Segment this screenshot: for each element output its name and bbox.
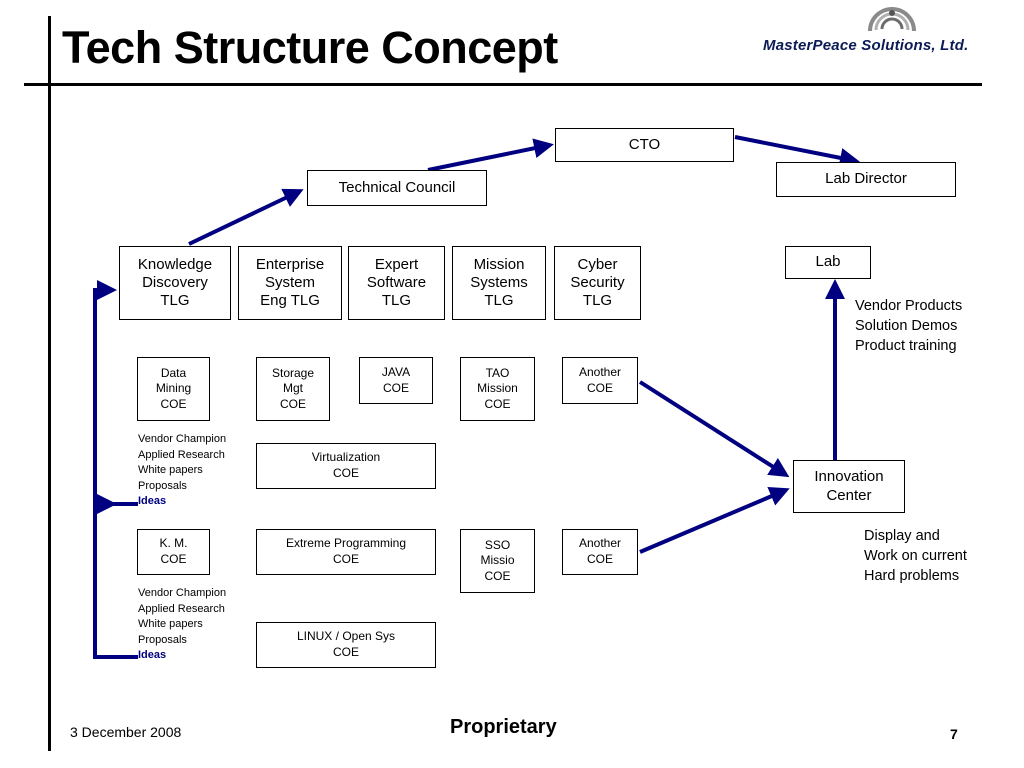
header-rule [24, 83, 982, 86]
vertical-rule [48, 16, 51, 751]
ideas-label-top: Ideas [138, 495, 167, 507]
tlg-expert-software: Expert Software TLG [348, 246, 445, 320]
coe-another-2: Another COE [562, 529, 638, 575]
page-number: 7 [950, 726, 958, 742]
technical-council-box: Technical Council [307, 170, 487, 206]
company-name: MasterPeace Solutions, Ltd. [763, 37, 969, 54]
coe-virtualization: Virtualization COE [256, 443, 436, 489]
activity-list-bottom: Vendor Champion Applied Research White p… [138, 586, 226, 664]
globe-logo-icon [868, 7, 916, 32]
ideas-label-bottom: Ideas [138, 649, 167, 661]
coe-km: K. M. COE [137, 529, 210, 575]
coe-storage-mgt: Storage Mgt COE [256, 357, 330, 421]
coe-sso-mission: SSO Missio COE [460, 529, 535, 593]
coe-tao-mission: TAO Mission COE [460, 357, 535, 421]
coe-extreme-programming: Extreme Programming COE [256, 529, 436, 575]
tlg-cyber-security: Cyber Security TLG [554, 246, 641, 320]
arrow-knowledge-to-council [188, 188, 304, 246]
page-title: Tech Structure Concept [62, 22, 558, 73]
arrow-ideas-loop-top [93, 280, 138, 506]
arrow-ideas-loop-bottom [93, 494, 138, 659]
footer-classification: Proprietary [450, 716, 557, 738]
activity-list-top: Vendor Champion Applied Research White p… [138, 432, 226, 510]
arrow-council-to-cto [427, 138, 554, 172]
innovation-center-box: Innovation Center [793, 460, 905, 513]
lab-director-box: Lab Director [776, 162, 956, 197]
innovation-note: Display and Work on current Hard problem… [864, 528, 967, 584]
coe-linux-open-sys: LINUX / Open Sys COE [256, 622, 436, 668]
arrow-another-to-innovation [638, 380, 790, 478]
coe-data-mining: Data Mining COE [137, 357, 210, 421]
cto-box: CTO [555, 128, 734, 162]
footer-date: 3 December 2008 [70, 724, 182, 740]
tlg-enterprise-system: Enterprise System Eng TLG [238, 246, 342, 320]
arrow-another2-to-innovation [639, 487, 790, 554]
tlg-mission-systems: Mission Systems TLG [452, 246, 546, 320]
arrow-cto-to-labdirector [734, 135, 860, 168]
lab-box: Lab [785, 246, 871, 279]
lab-note: Vendor Products Solution Demos Product t… [855, 298, 963, 354]
coe-another-1: Another COE [562, 357, 638, 404]
tlg-knowledge-discovery: Knowledge Discovery TLG [119, 246, 231, 320]
coe-java: JAVA COE [359, 357, 433, 404]
